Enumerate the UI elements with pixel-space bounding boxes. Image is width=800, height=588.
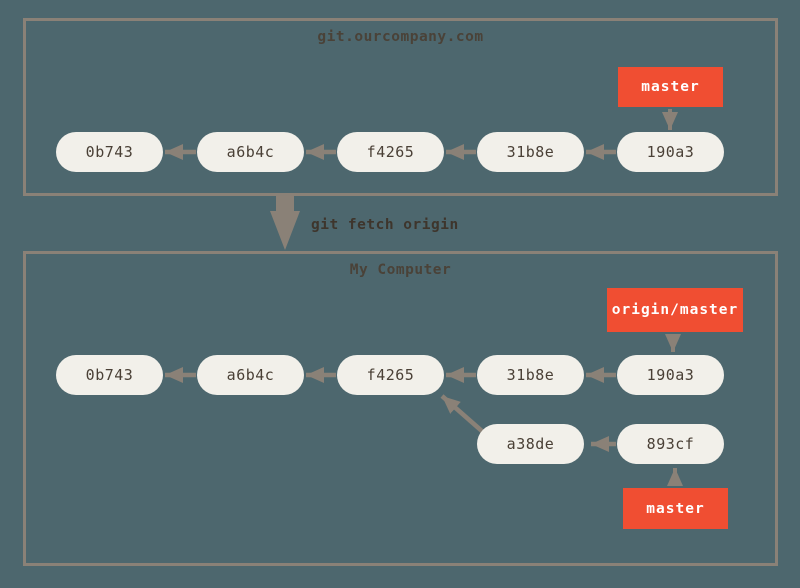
branch-label-origin-master: origin/master bbox=[607, 288, 743, 332]
commit-node-remote-0b743: 0b743 bbox=[56, 132, 163, 172]
local-repo-title: My Computer bbox=[349, 262, 452, 278]
branch-label-remote-master: master bbox=[618, 67, 723, 107]
remote-repo-title: git.ourcompany.com bbox=[317, 29, 484, 45]
commit-node-local-190a3: 190a3 bbox=[617, 355, 724, 395]
commit-node-local-a6b4c: a6b4c bbox=[197, 355, 304, 395]
commit-node-remote-f4265: f4265 bbox=[337, 132, 444, 172]
commit-node-remote-31b8e: 31b8e bbox=[477, 132, 584, 172]
branch-label-local-master: master bbox=[623, 488, 728, 529]
commit-node-local-a38de: a38de bbox=[477, 424, 584, 464]
local-repo-box: My Computer bbox=[23, 251, 778, 566]
commit-node-local-0b743: 0b743 bbox=[56, 355, 163, 395]
commit-node-local-893cf: 893cf bbox=[617, 424, 724, 464]
remote-repo-box: git.ourcompany.com bbox=[23, 18, 778, 196]
fetch-arrow bbox=[270, 196, 300, 250]
commit-node-local-31b8e: 31b8e bbox=[477, 355, 584, 395]
commit-node-remote-a6b4c: a6b4c bbox=[197, 132, 304, 172]
commit-node-local-f4265: f4265 bbox=[337, 355, 444, 395]
fetch-command-label: git fetch origin bbox=[311, 217, 459, 233]
commit-node-remote-190a3: 190a3 bbox=[617, 132, 724, 172]
